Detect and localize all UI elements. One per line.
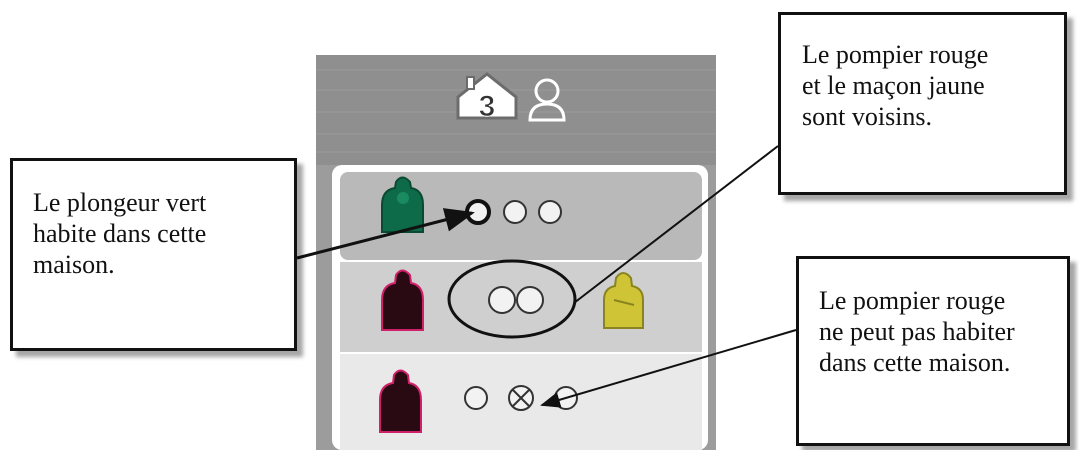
callout-diver: Le plongeur vert habite dans cette maiso… <box>10 158 297 351</box>
callout-neighbors-text: Le pompier rouge et le maçon jaune sont … <box>802 39 1064 132</box>
slot-circle <box>465 387 487 409</box>
slot-circle <box>539 201 561 223</box>
callout-diver-text: Le plongeur vert habite dans cette maiso… <box>33 187 294 280</box>
callout-forbidden: Le pompier rouge ne peut pas habiter dan… <box>796 256 1070 446</box>
callout-forbidden-text: Le pompier rouge ne peut pas habiter dan… <box>819 285 1067 378</box>
callout-neighbors: Le pompier rouge et le maçon jaune sont … <box>778 12 1067 195</box>
slot-circle <box>504 201 526 223</box>
crossed-slot-circle <box>509 386 533 410</box>
slot-circle <box>517 287 543 313</box>
house-number: 3 <box>479 90 496 123</box>
slot-circle <box>489 287 515 313</box>
